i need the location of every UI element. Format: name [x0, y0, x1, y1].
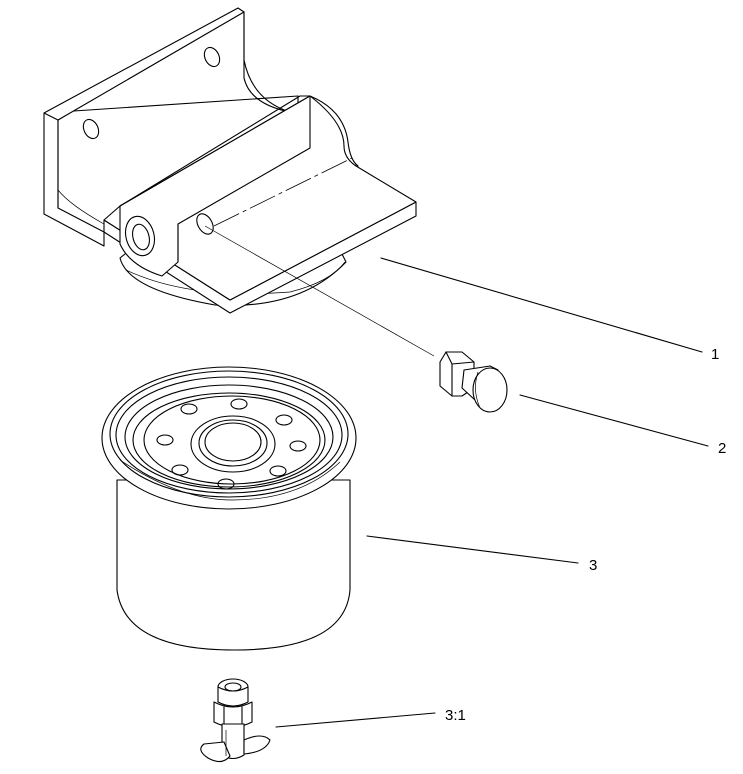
- leader-line-2: [519, 394, 709, 447]
- assembly-line: [204, 225, 435, 357]
- plug: [439, 351, 508, 413]
- leader-line-3: [366, 535, 579, 564]
- filter-head-bracket: [43, 7, 417, 314]
- callout-3: 3: [589, 557, 597, 574]
- callout-3-1: 3:1: [445, 707, 466, 724]
- callout-1: 1: [711, 346, 719, 363]
- callout-2: 2: [718, 440, 726, 457]
- leader-line-3-1: [275, 712, 436, 728]
- spin-on-filter: [101, 366, 357, 651]
- leader-line-1: [380, 257, 703, 353]
- drain-valve: [200, 678, 271, 763]
